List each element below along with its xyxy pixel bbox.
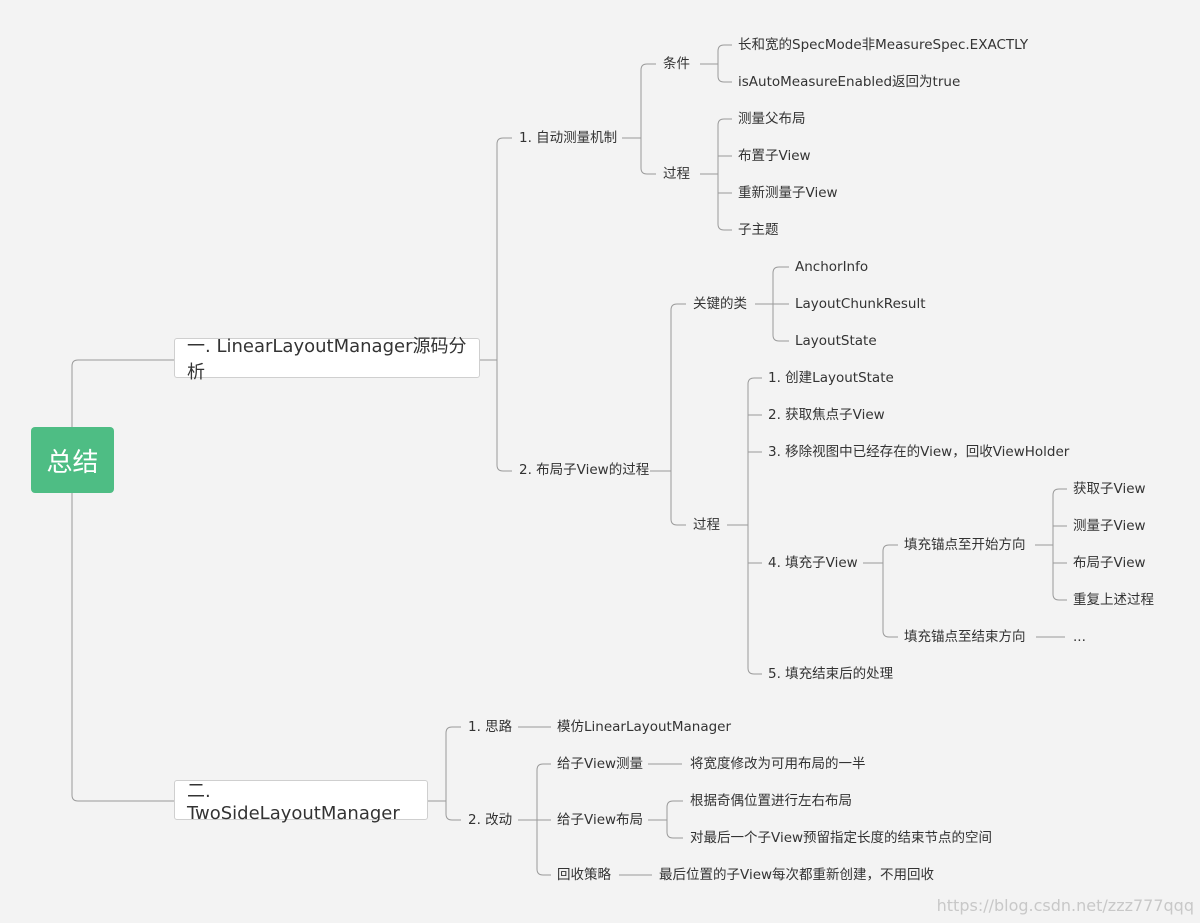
s4-edge <box>882 630 898 638</box>
root-node[interactable]: 总结 <box>31 427 114 493</box>
autoproc-edge <box>717 223 732 231</box>
leaf-layout-2[interactable]: 对最后一个子View预留指定长度的结束节点的空间 <box>690 830 993 846</box>
classes-edge <box>772 266 789 274</box>
autoproc-edge <box>717 118 732 126</box>
root-to-branch1 <box>71 359 174 427</box>
leaf-fill-start-2[interactable]: 测量子View <box>1073 518 1146 534</box>
node-layout-children[interactable]: 2. 布局子View的过程 <box>519 462 650 478</box>
step-2[interactable]: 2. 获取焦点子View <box>768 407 885 423</box>
node-idea[interactable]: 1. 思路 <box>468 719 513 735</box>
node-layout-process[interactable]: 过程 <box>693 517 720 533</box>
node-measure[interactable]: 给子View测量 <box>557 756 644 772</box>
b1-edge <box>496 137 512 145</box>
branch-linearlayoutmanager[interactable]: 一. LinearLayoutManager源码分析 <box>174 336 480 383</box>
watermark: https://blog.csdn.net/zzz777qqq <box>936 896 1194 915</box>
leaf-process-2[interactable]: 布置子View <box>738 148 811 164</box>
node-layout[interactable]: 给子View布局 <box>557 812 644 828</box>
leaf-class-1[interactable]: AnchorInfo <box>795 259 869 275</box>
b1-edge <box>496 464 512 472</box>
layout-edge <box>670 303 686 311</box>
node-fill-start[interactable]: 填充锚点至开始方向 <box>904 537 1026 553</box>
node-key-classes[interactable]: 关键的类 <box>693 296 747 312</box>
leaf-layout-1[interactable]: 根据奇偶位置进行左右布局 <box>690 793 852 809</box>
auto-edge <box>640 63 656 71</box>
leaf-idea[interactable]: 模仿LinearLayoutManager <box>557 719 732 735</box>
leaf-condition-2[interactable]: isAutoMeasureEnabled返回为true <box>738 74 961 90</box>
leaf-process-1[interactable]: 测量父布局 <box>738 111 806 127</box>
clayout-edge <box>666 800 683 808</box>
clayout-edge <box>666 831 683 839</box>
node-change[interactable]: 2. 改动 <box>468 812 513 828</box>
node-recycle[interactable]: 回收策略 <box>557 867 611 883</box>
classes-edge <box>772 334 789 342</box>
leaf-fill-start-1[interactable]: 获取子View <box>1073 481 1146 497</box>
fillstart-edge <box>1052 488 1067 496</box>
change-edge <box>536 763 551 771</box>
step-4[interactable]: 4. 填充子View <box>768 555 858 571</box>
node-auto-process[interactable]: 过程 <box>663 166 690 182</box>
branch-twosidelayoutmanager[interactable]: 二. TwoSideLayoutManager <box>174 780 428 824</box>
leaf-recycle[interactable]: 最后位置的子View每次都重新创建，不用回收 <box>659 867 935 883</box>
layout-edge <box>670 518 686 526</box>
node-auto-measure[interactable]: 1. 自动测量机制 <box>519 130 618 146</box>
leaf-fill-start-3[interactable]: 布局子View <box>1073 555 1146 571</box>
leaf-measure[interactable]: 将宽度修改为可用布局的一半 <box>690 756 866 772</box>
step-3[interactable]: 3. 移除视图中已经存在的View，回收ViewHolder <box>768 444 1070 460</box>
cond-edge <box>717 75 732 83</box>
s4-edge <box>882 544 898 552</box>
leaf-class-3[interactable]: LayoutState <box>795 333 877 349</box>
node-fill-end[interactable]: 填充锚点至结束方向 <box>904 629 1026 645</box>
b2-edge <box>445 813 461 821</box>
auto-edge <box>640 167 656 175</box>
layproc-edge <box>747 377 762 385</box>
b2-edge <box>445 726 461 734</box>
leaf-process-4[interactable]: 子主题 <box>738 222 779 238</box>
layproc-edge <box>747 667 762 675</box>
leaf-fill-end[interactable]: ... <box>1073 629 1086 645</box>
cond-edge <box>717 44 732 52</box>
leaf-process-3[interactable]: 重新测量子View <box>738 185 838 201</box>
leaf-class-2[interactable]: LayoutChunkResult <box>795 296 926 312</box>
change-edge <box>536 868 551 876</box>
leaf-fill-start-4[interactable]: 重复上述过程 <box>1073 592 1154 608</box>
leaf-condition-1[interactable]: 长和宽的SpecMode非MeasureSpec.EXACTLY <box>738 37 1029 53</box>
step-1[interactable]: 1. 创建LayoutState <box>768 370 894 386</box>
fillstart-edge <box>1052 593 1067 601</box>
root-to-branch2 <box>71 493 174 802</box>
node-condition[interactable]: 条件 <box>663 56 690 72</box>
step-5[interactable]: 5. 填充结束后的处理 <box>768 666 894 682</box>
